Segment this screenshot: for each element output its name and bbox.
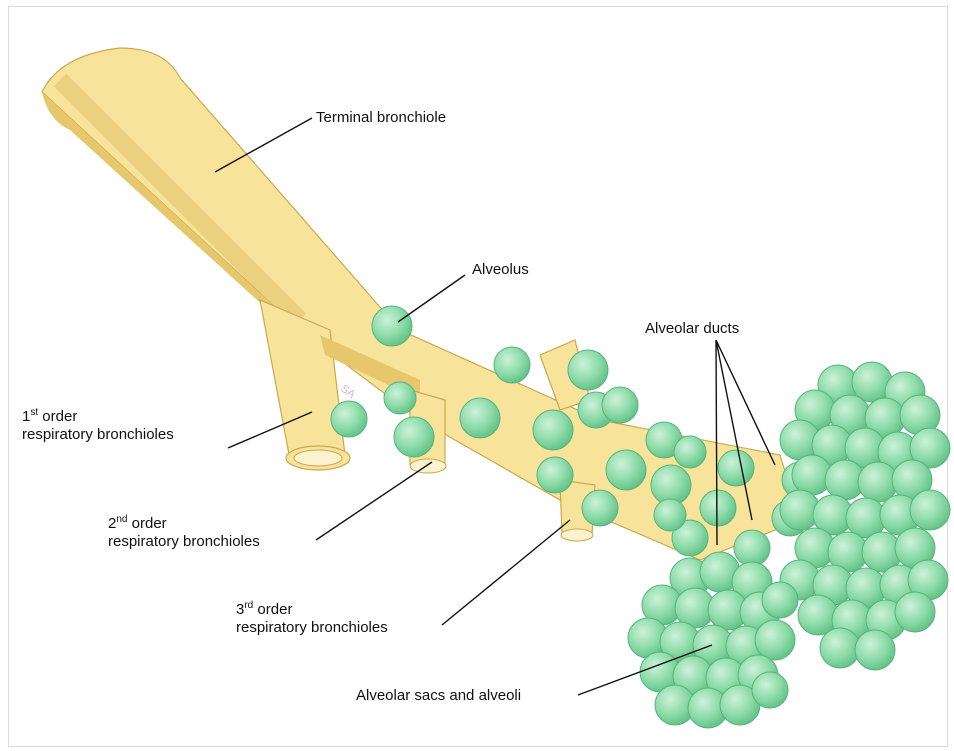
alveolus-sphere — [568, 350, 608, 390]
second-order-sup: nd — [116, 514, 127, 525]
alveolus-sphere — [752, 672, 788, 708]
leader-second-order — [316, 462, 432, 540]
alveolus-sphere — [895, 592, 935, 632]
label-alveolar-sacs: Alveolar sacs and alveoli — [356, 687, 521, 705]
alveolus-sphere — [394, 417, 434, 457]
alveolus-sphere — [537, 457, 573, 493]
alveolus-sphere — [734, 530, 770, 566]
alveolus-sphere — [855, 630, 895, 670]
alveolus-sphere — [654, 499, 686, 531]
leader-third-order — [442, 520, 570, 625]
alveolus-sphere — [910, 490, 950, 530]
alveolus-sphere — [460, 398, 500, 438]
alveolus-sphere — [384, 382, 416, 414]
label-alveolus: Alveolus — [472, 261, 529, 279]
third-order-sup: rd — [244, 600, 253, 611]
alveolus-sphere — [533, 410, 573, 450]
alveolus-sphere — [674, 436, 706, 468]
alveolus-sphere — [798, 595, 838, 635]
leader-ducts-1 — [716, 340, 717, 545]
alveolus-sphere — [700, 490, 736, 526]
alveolus-sphere — [582, 490, 618, 526]
alveolus-sphere — [755, 620, 795, 660]
label-alveolar-ducts: Alveolar ducts — [645, 320, 739, 338]
label-third-order: 3rd order respiratory bronchioles — [236, 601, 388, 637]
label-terminal-bronchiole: Terminal bronchiole — [316, 109, 446, 127]
first-order-sup: st — [30, 407, 38, 418]
alveolus-sphere — [602, 387, 638, 423]
second-order-word: order — [127, 515, 166, 532]
alveolus-sphere — [494, 347, 530, 383]
label-first-order: 1st order respiratory bronchioles — [22, 408, 174, 444]
alveolus-sphere — [606, 450, 646, 490]
first-order-line2: respiratory bronchioles — [22, 426, 174, 443]
alveolus-sphere — [820, 628, 860, 668]
second-order-line2: respiratory bronchioles — [108, 533, 260, 550]
label-second-order: 2nd order respiratory bronchioles — [108, 515, 260, 551]
first-order-word: order — [38, 408, 77, 425]
alveolus-sphere — [718, 450, 754, 486]
alveolus-sphere — [762, 582, 798, 618]
third-order-line2: respiratory bronchioles — [236, 619, 388, 636]
alveolus-sphere — [331, 401, 367, 437]
alveolus-sphere — [372, 306, 412, 346]
watermark: SA — [338, 383, 357, 402]
third-order-word: order — [253, 601, 292, 618]
leader-alveolus — [398, 275, 465, 322]
